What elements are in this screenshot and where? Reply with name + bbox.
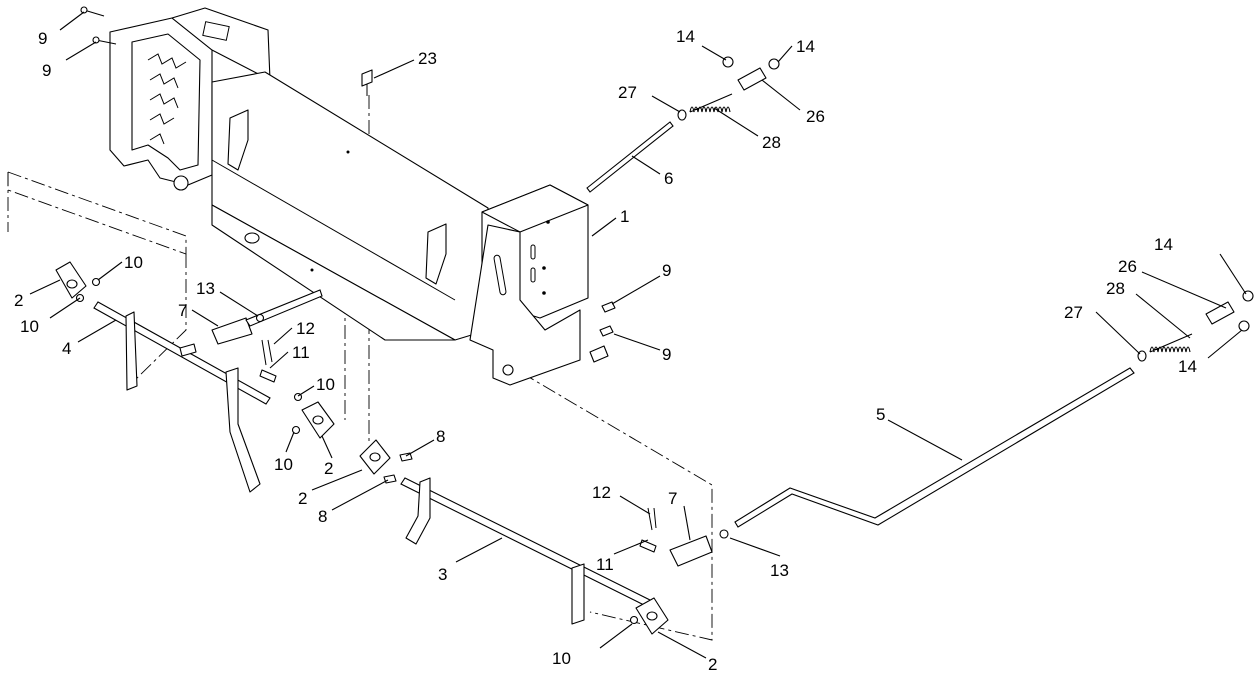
callout-labels: 9 9 23 14 14 27 26 28 6 1 10 2 10 4 13 7… bbox=[14, 27, 1197, 674]
callout-10: 10 bbox=[20, 317, 39, 336]
callout-26: 26 bbox=[806, 107, 825, 126]
callout-10: 10 bbox=[552, 649, 571, 668]
shaft-4 bbox=[93, 301, 271, 493]
fasteners bbox=[75, 6, 729, 625]
callout-14: 14 bbox=[1154, 235, 1173, 254]
control-rod-6 bbox=[586, 121, 674, 193]
control-rod-5 bbox=[734, 367, 1135, 528]
callout-2: 2 bbox=[298, 489, 307, 508]
callout-4: 4 bbox=[62, 339, 71, 358]
callout-14: 14 bbox=[796, 37, 815, 56]
callout-12: 12 bbox=[296, 319, 315, 338]
callout-14: 14 bbox=[1178, 357, 1197, 376]
callout-7: 7 bbox=[668, 489, 677, 508]
callout-11: 11 bbox=[292, 343, 310, 362]
shaft-3 bbox=[400, 477, 651, 625]
callout-1: 1 bbox=[620, 207, 629, 226]
spring-assembly-upper bbox=[677, 56, 780, 121]
callout-14: 14 bbox=[676, 27, 695, 46]
callout-11: 11 bbox=[596, 555, 614, 574]
callout-13: 13 bbox=[196, 279, 215, 298]
callout-8: 8 bbox=[318, 507, 327, 526]
callout-7: 7 bbox=[178, 301, 187, 320]
callout-6: 6 bbox=[664, 169, 673, 188]
callout-9: 9 bbox=[662, 261, 671, 280]
callout-2: 2 bbox=[708, 655, 717, 674]
callout-10: 10 bbox=[274, 455, 293, 474]
callout-26: 26 bbox=[1118, 257, 1137, 276]
callout-10: 10 bbox=[316, 375, 335, 394]
callout-9: 9 bbox=[38, 29, 47, 48]
callout-23: 23 bbox=[418, 49, 437, 68]
bearing-flanges bbox=[55, 261, 669, 635]
callout-10: 10 bbox=[124, 253, 143, 272]
callout-3: 3 bbox=[438, 565, 447, 584]
callout-27: 27 bbox=[1064, 303, 1083, 322]
callout-9: 9 bbox=[662, 345, 671, 364]
callout-9: 9 bbox=[42, 61, 51, 80]
leader-lines bbox=[29, 11, 1247, 659]
callout-13: 13 bbox=[770, 561, 789, 580]
callout-28: 28 bbox=[1106, 279, 1125, 298]
housing-assembly bbox=[109, 7, 589, 386]
callout-2: 2 bbox=[324, 459, 333, 478]
callout-28: 28 bbox=[762, 133, 781, 152]
callout-5: 5 bbox=[876, 405, 885, 424]
callout-8: 8 bbox=[436, 427, 445, 446]
callout-27: 27 bbox=[618, 83, 637, 102]
callout-12: 12 bbox=[592, 483, 611, 502]
callout-2: 2 bbox=[14, 291, 23, 310]
spring-assembly-lower bbox=[1137, 290, 1254, 362]
